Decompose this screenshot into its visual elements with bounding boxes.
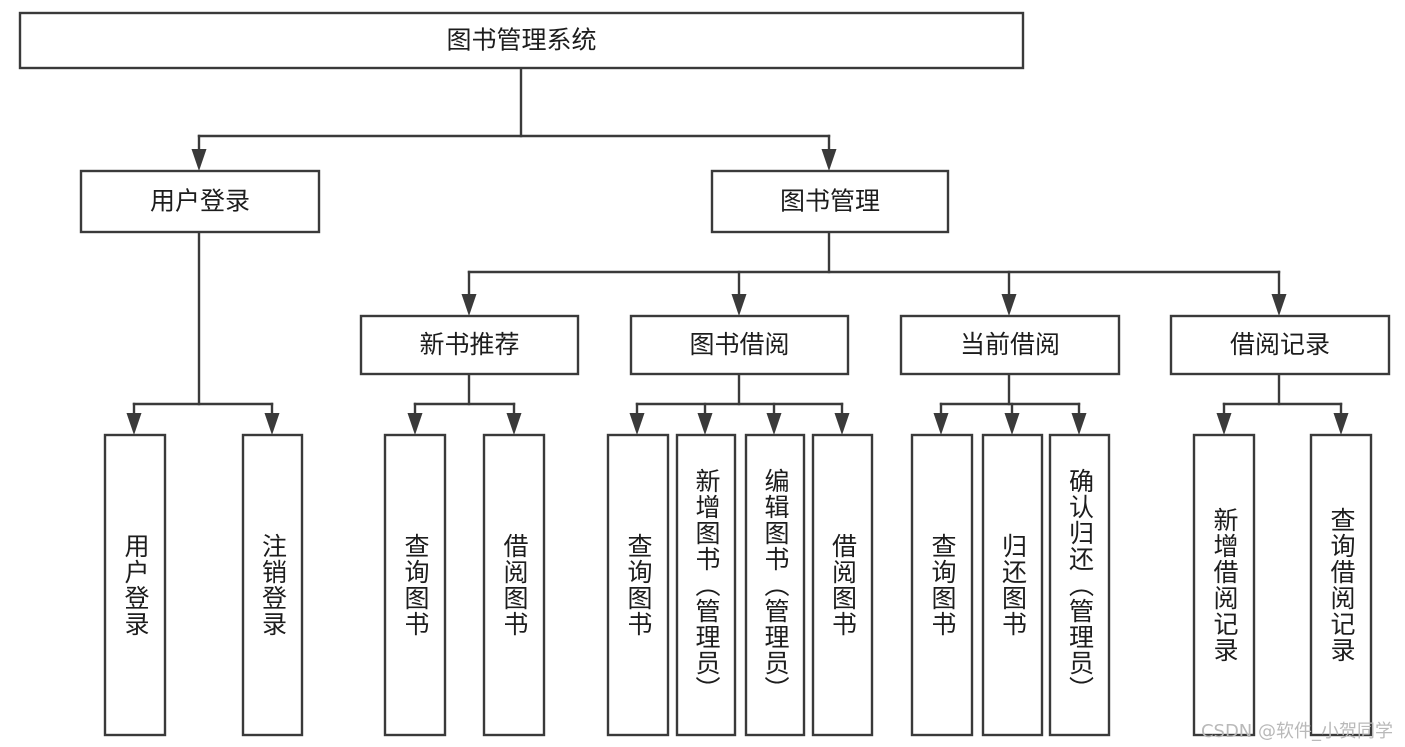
node-leaf-query-book-current[interactable] — [910, 433, 974, 737]
watermark: CSDN @软件_小贺同学 — [1200, 721, 1393, 742]
node-leaf-query-borrow-record[interactable] — [1309, 433, 1373, 737]
connector-root-to-level2 — [191, 66, 837, 171]
connector-recommend-to-leaves — [407, 372, 522, 435]
connector-current-to-leaves — [933, 372, 1087, 435]
node-label: 图书借阅 — [689, 330, 789, 359]
node-label: 图书管理系统 — [446, 26, 596, 55]
node-user-login[interactable]: 用户登录 — [79, 169, 321, 234]
node-leaf-borrow-book[interactable] — [811, 433, 874, 737]
node-leaf-user-login[interactable] — [103, 433, 167, 737]
node-new-book-recommend[interactable]: 新书推荐 — [359, 314, 580, 376]
node-leaf-query-book-recommend[interactable] — [383, 433, 447, 737]
node-label: 新书推荐 — [419, 330, 519, 359]
node-leaf-query-book-borrow[interactable] — [606, 433, 670, 737]
node-book-manage[interactable]: 图书管理 — [710, 169, 950, 234]
node-label: 图书管理 — [780, 187, 880, 216]
node-root[interactable]: 图书管理系统 — [18, 11, 1025, 70]
node-leaf-confirm-return-admin[interactable] — [1048, 433, 1111, 737]
node-leaf-add-borrow-record[interactable] — [1192, 433, 1256, 737]
node-leaf-edit-book-admin[interactable] — [744, 433, 806, 737]
node-borrow-record[interactable]: 借阅记录 — [1169, 314, 1391, 376]
connector-borrow-to-leaves — [629, 372, 850, 435]
node-leaf-borrow-book-recommend[interactable] — [482, 433, 546, 737]
node-leaf-user-logout[interactable] — [241, 433, 304, 737]
node-label: 用户登录 — [150, 187, 250, 216]
node-leaf-add-book-admin[interactable] — [675, 433, 737, 737]
node-book-borrow[interactable]: 图书借阅 — [629, 314, 850, 376]
node-current-borrow[interactable]: 当前借阅 — [899, 314, 1121, 376]
node-leaf-return-book[interactable] — [981, 433, 1044, 737]
connector-user-login-to-leaves — [126, 230, 280, 435]
node-label: 借阅记录 — [1230, 330, 1330, 359]
node-label: 当前借阅 — [960, 330, 1060, 359]
connector-record-to-leaves — [1216, 372, 1349, 435]
connector-book-manage-to-level3 — [461, 230, 1287, 316]
